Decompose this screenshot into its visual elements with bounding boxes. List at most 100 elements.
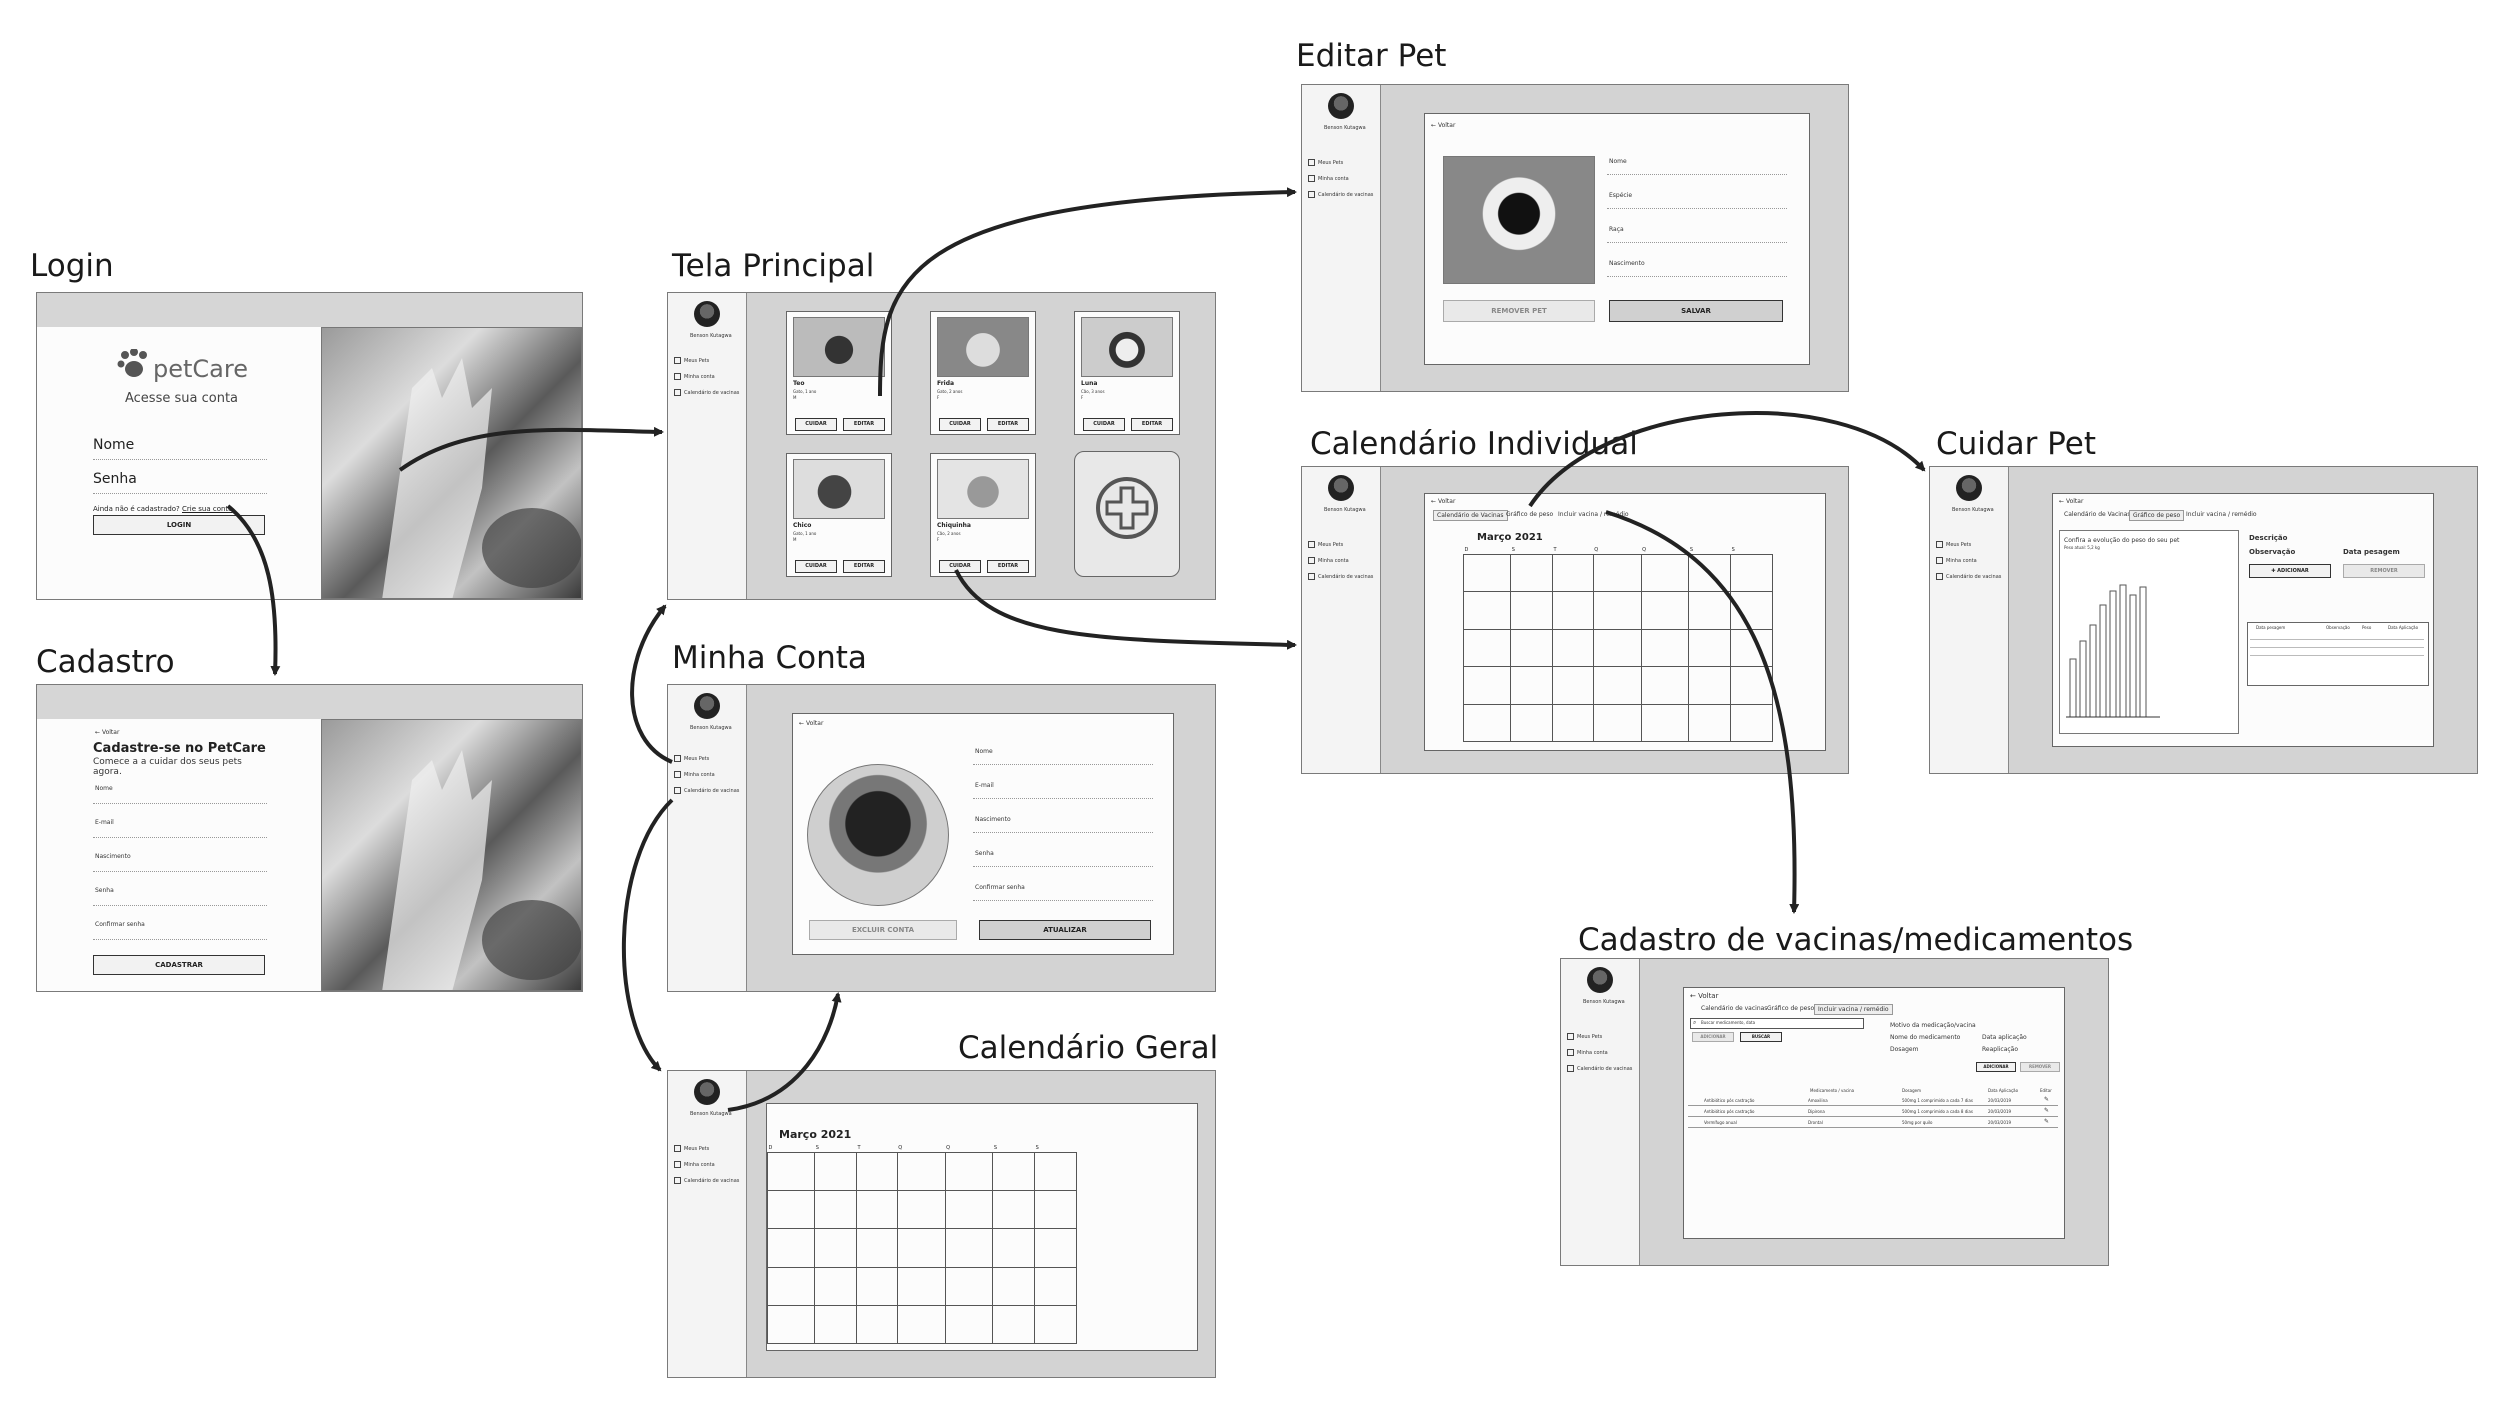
sidebar-item-meus-pets[interactable]: Meus Pets bbox=[1308, 541, 1343, 548]
table-row[interactable]: Antibiótico pós castração Dipirona 500mg… bbox=[1688, 1107, 2058, 1117]
back-link[interactable]: ← Voltar bbox=[1690, 992, 1719, 1000]
remover-button[interactable]: REMOVER bbox=[2020, 1062, 2060, 1072]
cadastro-field-nascimento[interactable]: Nascimento bbox=[95, 853, 131, 860]
back-link[interactable]: ← Voltar bbox=[2059, 498, 2084, 505]
calendar-day-cell[interactable] bbox=[855, 1304, 898, 1345]
excluir-conta-button[interactable]: EXCLUIR CONTA bbox=[809, 920, 957, 940]
salvar-button[interactable]: SALVAR bbox=[1609, 300, 1783, 322]
calendar-day-cell[interactable] bbox=[1640, 553, 1690, 593]
login-nome-field[interactable] bbox=[93, 459, 267, 460]
buscar-button[interactable]: BUSCAR bbox=[1740, 1032, 1782, 1042]
calendar-day-cell[interactable] bbox=[896, 1151, 946, 1192]
calendar-day-cell[interactable] bbox=[1510, 628, 1553, 668]
sidebar-item-minha-conta[interactable]: Minha conta bbox=[674, 771, 715, 778]
editar-button[interactable]: EDITAR bbox=[843, 560, 885, 573]
table-row[interactable]: Antibiótico pós castração Amoxilina 500m… bbox=[1688, 1096, 2058, 1106]
calendar-day-cell[interactable] bbox=[1034, 1151, 1077, 1192]
account-field-confirmar[interactable]: Confirmar senha bbox=[975, 884, 1025, 891]
calendar-day-cell[interactable] bbox=[1462, 628, 1512, 668]
sidebar-item-meus-pets[interactable]: Meus Pets bbox=[1308, 159, 1343, 166]
calendar-day-cell[interactable] bbox=[1592, 628, 1642, 668]
back-link[interactable]: ← Voltar bbox=[799, 720, 824, 727]
back-link[interactable]: ← Voltar bbox=[1431, 122, 1456, 129]
sidebar-item-meus-pets[interactable]: Meus Pets bbox=[674, 357, 709, 364]
sidebar-item-minha-conta[interactable]: Minha conta bbox=[1308, 175, 1349, 182]
sidebar-item-meus-pets[interactable]: Meus Pets bbox=[674, 755, 709, 762]
calendar-day-cell[interactable] bbox=[992, 1190, 1036, 1230]
field-data-aplicacao[interactable]: Data aplicação bbox=[1982, 1034, 2027, 1041]
login-senha-field[interactable] bbox=[93, 493, 267, 494]
table-row[interactable]: Vermífugo anual Drontal 50mg por quilo 2… bbox=[1688, 1118, 2058, 1128]
sidebar-item-calendario[interactable]: Calendário de vacinas bbox=[1936, 573, 2001, 580]
calendar-day-cell[interactable] bbox=[766, 1266, 816, 1306]
cadastro-back[interactable]: ← Voltar bbox=[95, 729, 120, 736]
edit-field-raca[interactable]: Raça bbox=[1609, 226, 1624, 233]
account-field-senha[interactable]: Senha bbox=[975, 850, 994, 857]
pencil-icon[interactable]: ✎ bbox=[2044, 1118, 2050, 1125]
atualizar-button[interactable]: ATUALIZAR bbox=[979, 920, 1151, 940]
account-field-email[interactable]: E-mail bbox=[975, 782, 994, 789]
login-signup-link[interactable]: Crie sua conta bbox=[182, 505, 233, 513]
tab-calendario[interactable]: Calendário de vacinas bbox=[1701, 1005, 1768, 1012]
cadastro-field-confirmar[interactable]: Confirmar senha bbox=[95, 921, 145, 928]
add-pet-card[interactable] bbox=[1074, 451, 1180, 577]
tab-incluir[interactable]: Incluir vacina / remédio bbox=[1558, 511, 1629, 518]
sidebar-item-meus-pets[interactable]: Meus Pets bbox=[674, 1145, 709, 1152]
sidebar-item-meus-pets[interactable]: Meus Pets bbox=[1936, 541, 1971, 548]
calendar-day-cell[interactable] bbox=[1730, 553, 1773, 593]
tab-incluir[interactable]: Incluir vacina / remédio bbox=[1814, 1004, 1893, 1015]
calendar-day-cell[interactable] bbox=[1034, 1304, 1077, 1345]
field-data-pesagem[interactable]: Data pesagem bbox=[2343, 548, 2400, 556]
calendar-day-cell[interactable] bbox=[814, 1190, 857, 1230]
adicionar-small-button[interactable]: ADICIONAR bbox=[1692, 1032, 1734, 1042]
adicionar-button[interactable]: ✚ ADICIONAR bbox=[2249, 564, 2331, 578]
calendar-day-cell[interactable] bbox=[814, 1266, 857, 1306]
sidebar-item-calendario[interactable]: Calendário de vacinas bbox=[1567, 1065, 1632, 1072]
calendar-day-cell[interactable] bbox=[1551, 703, 1594, 743]
sidebar-item-calendario[interactable]: Calendário de vacinas bbox=[674, 389, 739, 396]
sidebar-item-calendario[interactable]: Calendário de vacinas bbox=[674, 1177, 739, 1184]
tab-calendario[interactable]: Calendário de Vacinas bbox=[1433, 510, 1508, 521]
calendar-day-cell[interactable] bbox=[1592, 666, 1642, 705]
calendar-day-cell[interactable] bbox=[1688, 591, 1732, 630]
calendar-day-cell[interactable] bbox=[1592, 703, 1642, 743]
calendar-day-cell[interactable] bbox=[992, 1228, 1036, 1268]
field-reaplicacao[interactable]: Reaplicação bbox=[1982, 1046, 2019, 1053]
field-descricao[interactable]: Descrição bbox=[2249, 534, 2288, 542]
sidebar-item-calendario[interactable]: Calendário de vacinas bbox=[674, 787, 739, 794]
calendar-day-cell[interactable] bbox=[1462, 591, 1512, 630]
calendar-day-cell[interactable] bbox=[1462, 666, 1512, 705]
tab-grafico[interactable]: Gráfico de peso bbox=[1767, 1005, 1815, 1012]
cadastrar-button[interactable]: CADASTRAR bbox=[93, 955, 265, 975]
account-field-nascimento[interactable]: Nascimento bbox=[975, 816, 1011, 823]
calendar-day-cell[interactable] bbox=[814, 1304, 857, 1345]
calendar-day-cell[interactable] bbox=[896, 1266, 946, 1306]
editar-button[interactable]: EDITAR bbox=[987, 560, 1029, 573]
calendar-day-cell[interactable] bbox=[766, 1228, 816, 1268]
field-observacao[interactable]: Observação bbox=[2249, 548, 2296, 556]
field-dosagem[interactable]: Dosagem bbox=[1890, 1046, 1919, 1053]
login-button[interactable]: LOGIN bbox=[93, 515, 265, 535]
calendar-day-cell[interactable] bbox=[944, 1304, 994, 1345]
calendar-day-cell[interactable] bbox=[944, 1151, 994, 1192]
calendar-day-cell[interactable] bbox=[1462, 703, 1512, 743]
calendar-day-cell[interactable] bbox=[1730, 703, 1773, 743]
cadastro-field-senha[interactable]: Senha bbox=[95, 887, 114, 894]
sidebar-item-minha-conta[interactable]: Minha conta bbox=[674, 1161, 715, 1168]
cuidar-button[interactable]: CUIDAR bbox=[1083, 418, 1125, 431]
table-row[interactable] bbox=[2250, 633, 2424, 640]
back-link[interactable]: ← Voltar bbox=[1431, 498, 1456, 505]
editar-button[interactable]: EDITAR bbox=[843, 418, 885, 431]
calendar-day-cell[interactable] bbox=[1551, 628, 1594, 668]
remover-button[interactable]: REMOVER bbox=[2343, 564, 2425, 578]
calendar-day-cell[interactable] bbox=[1640, 703, 1690, 743]
tab-grafico[interactable]: Gráfico de peso bbox=[1506, 511, 1554, 518]
calendar-day-cell[interactable] bbox=[1510, 703, 1553, 743]
edit-field-nascimento[interactable]: Nascimento bbox=[1609, 260, 1645, 267]
search-input[interactable]: Buscar medicamento, data ⌕ bbox=[1690, 1018, 1864, 1029]
pencil-icon[interactable]: ✎ bbox=[2044, 1096, 2050, 1103]
calendar-day-cell[interactable] bbox=[1034, 1190, 1077, 1230]
account-field-nome[interactable]: Nome bbox=[975, 748, 993, 755]
sidebar-item-minha-conta[interactable]: Minha conta bbox=[1567, 1049, 1608, 1056]
calendar-day-cell[interactable] bbox=[1551, 553, 1594, 593]
